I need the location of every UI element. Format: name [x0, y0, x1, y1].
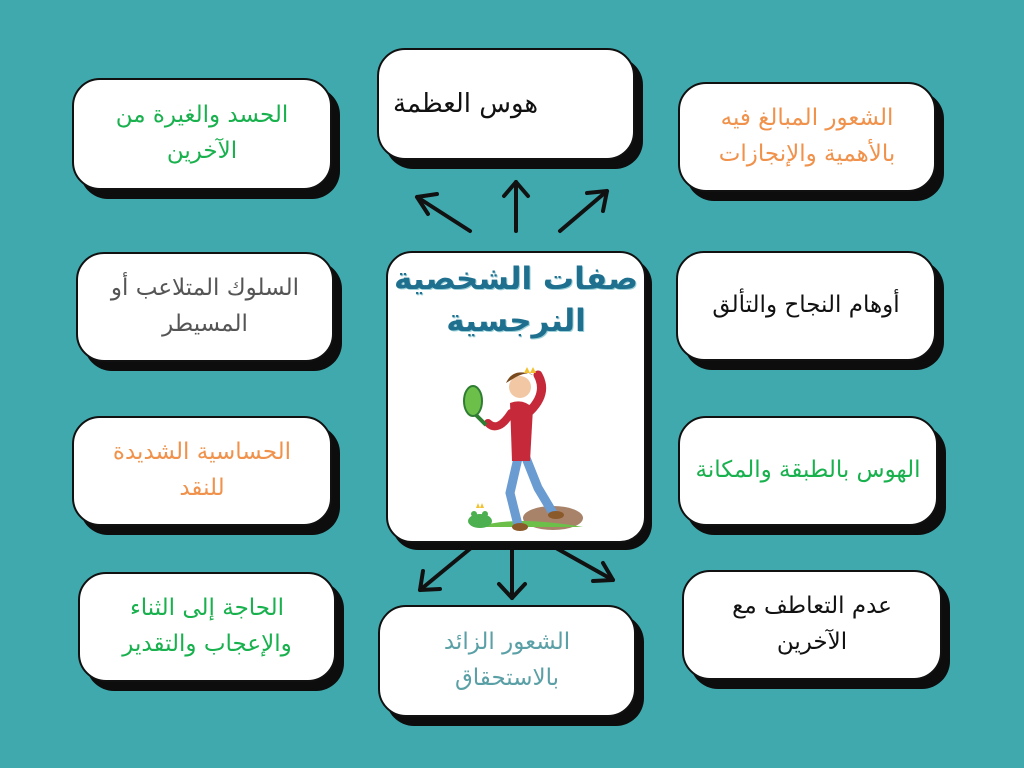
trait-text: الشعور المبالغ فيه بالأهمية والإنجازات — [718, 105, 896, 167]
trait-text: عدم التعاطف مع الآخرين — [732, 593, 892, 655]
center-title: صفات الشخصية النرجسية — [393, 261, 638, 339]
trait-card-mid-right: أوهام النجاح والتألق — [676, 251, 936, 361]
arrow-up-right — [558, 189, 609, 233]
trait-text: الهوس بالطبقة والمكانة — [695, 457, 921, 484]
trait-card-top-left: الحسد والغيرة من الآخرين — [72, 78, 332, 190]
arrow-down-right — [554, 546, 615, 583]
trait-card-low-right: الهوس بالطبقة والمكانة — [678, 416, 938, 526]
trait-card-bottom-right: عدم التعاطف مع الآخرين — [682, 570, 942, 680]
trait-text: الحساسية الشديدة للنقد — [112, 439, 292, 501]
narcissist-illustration — [463, 367, 583, 531]
trait-card-bottom-left: الحاجة إلى الثناء والإعجاب والتقدير — [78, 572, 336, 682]
trait-text: الشعور الزائد بالاستحقاق — [443, 629, 571, 691]
trait-text: أوهام النجاح والتألق — [712, 292, 900, 319]
trait-card-mid-left: السلوك المتلاعب أو المسيطر — [76, 252, 334, 362]
trait-card-low-left: الحساسية الشديدة للنقد — [72, 416, 332, 526]
trait-text: السلوك المتلاعب أو المسيطر — [110, 275, 300, 337]
arrow-up-left — [415, 192, 472, 233]
trait-text: هوس العظمة — [393, 88, 539, 119]
trait-card-top: هوس العظمة — [377, 48, 635, 160]
arrow-up — [502, 180, 530, 233]
trait-card-bottom: الشعور الزائد بالاستحقاق — [378, 605, 636, 717]
arrow-down — [497, 546, 527, 600]
trait-card-top-right: الشعور المبالغ فيه بالأهمية والإنجازات — [678, 82, 936, 192]
trait-text: الحاجة إلى الثناء والإعجاب والتقدير — [122, 595, 292, 657]
arrow-down-left — [418, 546, 473, 592]
trait-text: الحسد والغيرة من الآخرين — [115, 102, 289, 164]
center-card: صفات الشخصية النرجسية — [386, 251, 646, 543]
